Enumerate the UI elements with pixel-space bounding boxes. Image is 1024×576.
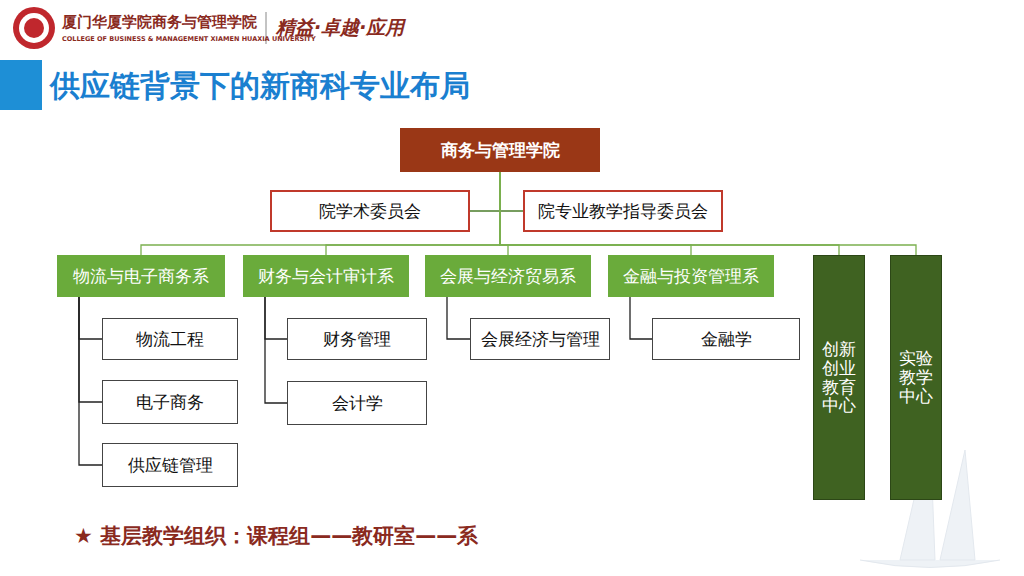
tree-connector [500, 172, 839, 255]
school-name: 厦门华厦学院商务与管理学院 [62, 13, 257, 32]
box-text: 创新创业教育中心 [822, 340, 856, 415]
school-motto: 精益·卓越·应用 [276, 15, 404, 41]
tree-connector [500, 172, 916, 255]
box-text: 金融与投资管理系 [623, 265, 759, 288]
major-box: 物流工程 [102, 318, 238, 360]
committee-box: 院学术委员会 [270, 190, 470, 232]
box-text: 会展与经济贸易系 [440, 265, 576, 288]
school-logo [24, 18, 44, 38]
box-text: 院专业教学指导委员会 [538, 200, 708, 223]
department-box: 金融与投资管理系 [608, 255, 774, 297]
box-text: 财务与会计审计系 [258, 265, 394, 288]
committee-box: 院专业教学指导委员会 [523, 190, 723, 232]
footnote: ★ 基层教学组织：课程组——教研室——系 [74, 522, 478, 550]
root-box: 商务与管理学院 [400, 128, 600, 172]
box-text: 会展经济与管理 [481, 328, 600, 351]
box-text: 金融学 [701, 328, 752, 351]
major-box: 会展经济与管理 [470, 318, 610, 360]
bracket-connector [79, 297, 102, 339]
box-text: 财务管理 [323, 328, 391, 351]
box-text: 供应链管理 [128, 454, 213, 477]
box-text: 物流工程 [136, 328, 204, 351]
bracket-connector [447, 297, 470, 339]
slide-title: 供应链背景下的新商科专业布局 [50, 66, 470, 107]
box-text: 电子商务 [136, 391, 204, 414]
title-bar [0, 60, 42, 110]
tree-connector [141, 172, 500, 255]
tree-connector [470, 172, 500, 211]
major-box: 财务管理 [287, 318, 427, 360]
bracket-connector [630, 297, 652, 339]
box-text: 实验教学中心 [899, 349, 933, 405]
major-box: 电子商务 [102, 380, 238, 424]
center-box: 实验教学中心 [890, 255, 942, 500]
box-text: 商务与管理学院 [441, 139, 560, 162]
department-box: 会展与经济贸易系 [425, 255, 591, 297]
major-box: 会计学 [287, 381, 427, 425]
tree-connector [500, 172, 523, 211]
bracket-connector [79, 297, 102, 402]
center-box: 创新创业教育中心 [813, 255, 865, 500]
box-text: 物流与电子商务系 [73, 265, 209, 288]
bracket-connector [265, 297, 287, 339]
school-logo [19, 13, 49, 43]
box-text: 院学术委员会 [319, 200, 421, 223]
major-box: 金融学 [652, 318, 800, 360]
department-box: 财务与会计审计系 [243, 255, 409, 297]
bracket-connector [79, 297, 102, 465]
major-box: 供应链管理 [102, 443, 238, 487]
box-text: 会计学 [332, 392, 383, 415]
tree-connector [500, 172, 508, 255]
department-box: 物流与电子商务系 [57, 255, 225, 297]
bracket-connector [265, 297, 287, 403]
school-logo [13, 7, 55, 49]
